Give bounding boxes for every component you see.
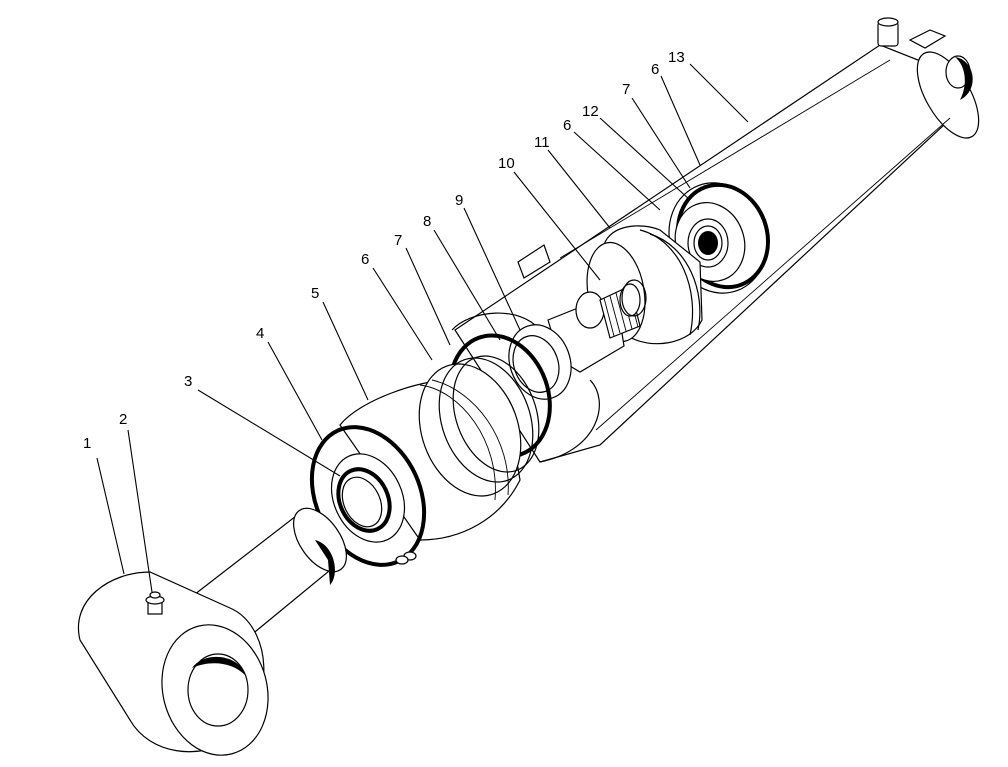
callout-10: 10 bbox=[498, 155, 515, 172]
callout-11: 11 bbox=[534, 134, 550, 151]
callout-3: 3 bbox=[184, 373, 192, 390]
callout-2: 2 bbox=[119, 411, 127, 428]
callout-1: 1 bbox=[83, 435, 91, 452]
callout-7-lower: 7 bbox=[394, 232, 402, 249]
callout-4: 4 bbox=[256, 325, 264, 342]
callout-13: 13 bbox=[668, 49, 685, 66]
callout-labels: 1 2 3 4 5 6 7 8 9 10 11 6 12 7 6 13 bbox=[83, 49, 685, 452]
callout-5: 5 bbox=[311, 285, 319, 302]
callout-7-upper: 7 bbox=[622, 81, 630, 98]
gland-assembly bbox=[309, 324, 572, 567]
leader-lines bbox=[96, 63, 749, 593]
callout-6-upper: 6 bbox=[651, 61, 659, 78]
threaded-rod-and-nut bbox=[547, 279, 647, 373]
rod-end-assembly bbox=[77, 507, 347, 756]
callout-8: 8 bbox=[423, 213, 431, 230]
callout-12: 12 bbox=[582, 103, 599, 120]
callout-6-lower: 6 bbox=[361, 251, 369, 268]
callout-6-middle: 6 bbox=[563, 117, 571, 134]
callout-9: 9 bbox=[455, 192, 463, 209]
